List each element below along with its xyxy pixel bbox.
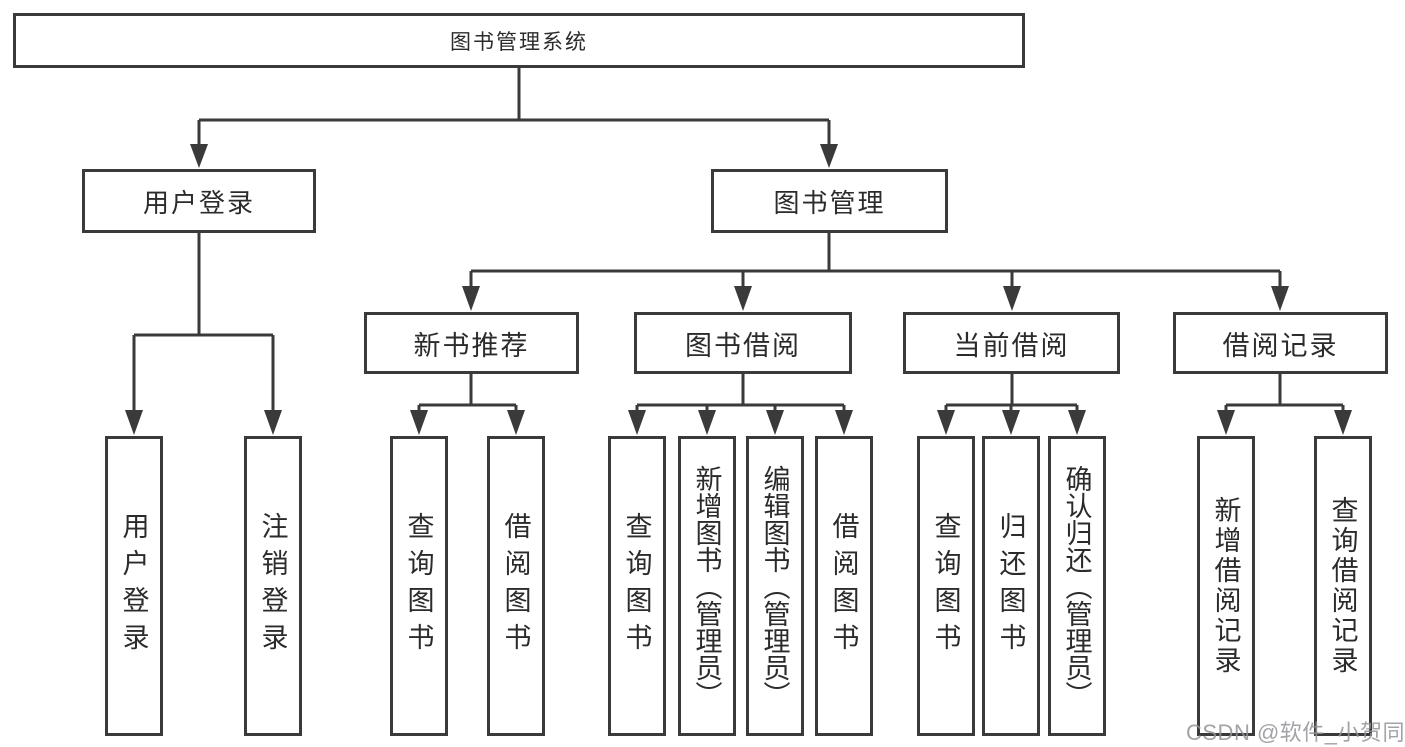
node-confirm-return-admin: 确认归还（管理员）	[1048, 436, 1106, 736]
node-edit-book-admin: 编辑图书（管理员）	[746, 436, 804, 736]
node-user-login-branch: 用户登录	[82, 169, 316, 233]
node-query-books-borrowing: 查询图书	[608, 436, 666, 736]
node-return-books: 归还图书	[982, 436, 1040, 736]
node-borrow-books-leaf: 借阅图书	[815, 436, 873, 736]
node-book-borrowing: 图书借阅	[634, 312, 852, 374]
connector-lines	[132, 68, 1345, 412]
node-new-book-recommendation: 新书推荐	[364, 312, 579, 374]
node-query-books-recommend: 查询图书	[390, 436, 448, 736]
node-user-login-leaf: 用户登录	[105, 436, 163, 736]
node-query-books-current: 查询图书	[917, 436, 975, 736]
node-logout: 注销登录	[244, 436, 302, 736]
node-add-book-admin: 新增图书（管理员）	[678, 436, 736, 736]
node-borrow-books-recommend: 借阅图书	[487, 436, 545, 736]
node-add-borrow-record: 新增借阅记录	[1197, 436, 1255, 736]
csdn-watermark: CSDN @软件_小贺同学	[1186, 720, 1405, 745]
node-book-management: 图书管理	[711, 169, 948, 233]
arrowhead-icons	[125, 144, 1352, 435]
node-query-borrow-record: 查询借阅记录	[1314, 436, 1372, 736]
node-borrowing-records: 借阅记录	[1173, 312, 1388, 374]
node-current-borrowing: 当前借阅	[903, 312, 1120, 374]
node-library-system: 图书管理系统	[13, 13, 1025, 68]
